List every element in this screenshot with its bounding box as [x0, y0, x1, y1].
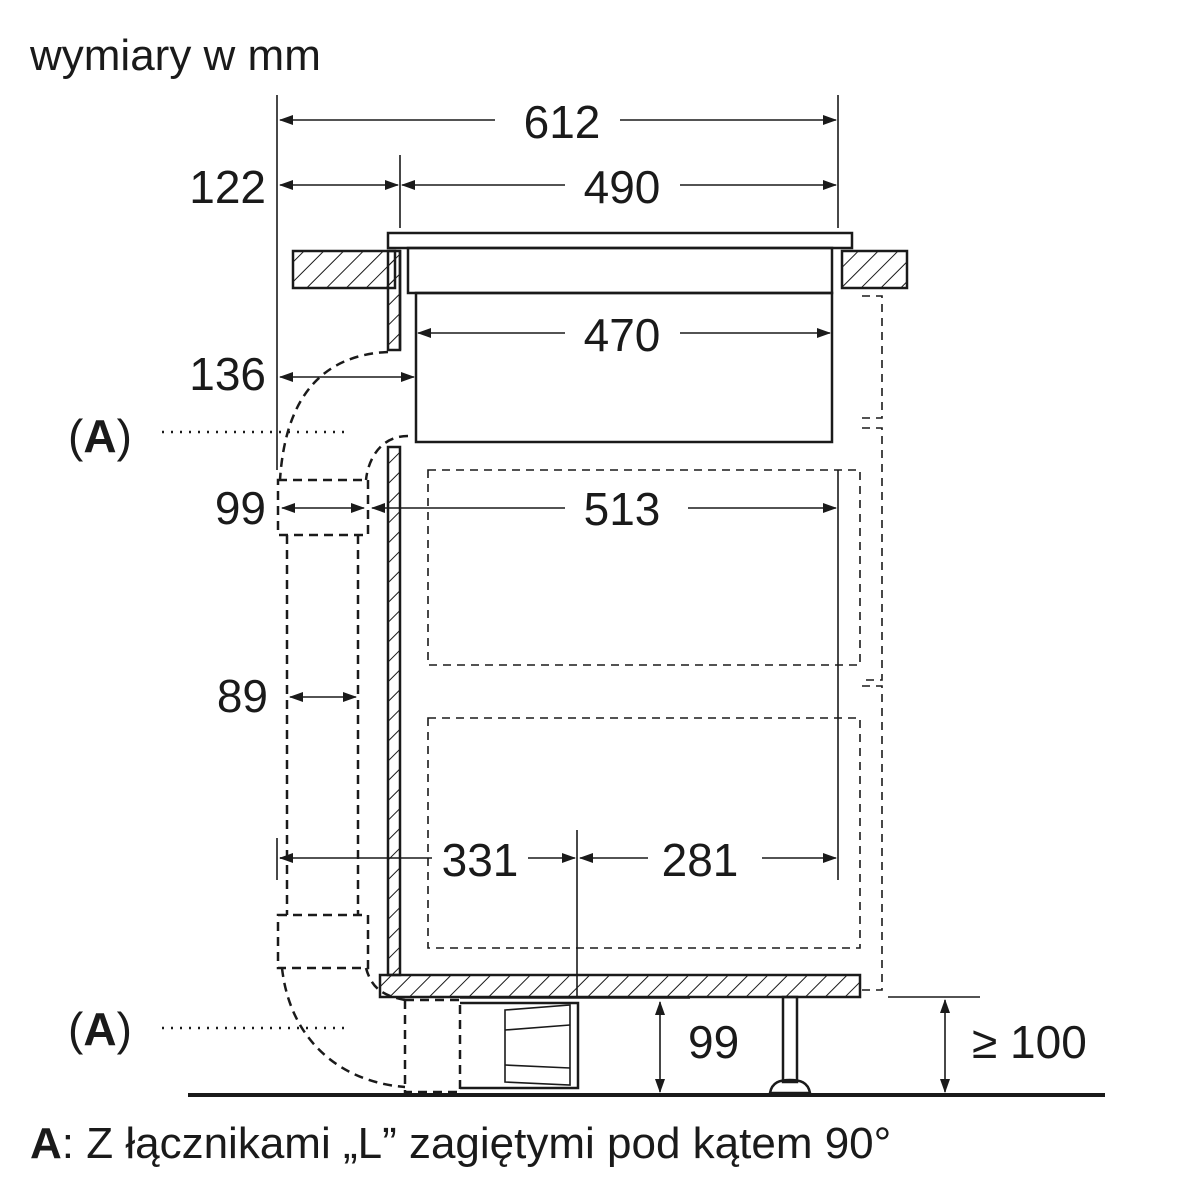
dimension-470: 470: [417, 309, 831, 361]
svg-text:89: 89: [217, 670, 268, 722]
hob-and-worktop: [291, 231, 909, 999]
dimension-331: 331: [279, 834, 576, 886]
svg-text:612: 612: [524, 96, 601, 148]
dimension-89: 89: [217, 670, 357, 722]
svg-text:99: 99: [215, 482, 266, 534]
footer-note: A: Z łącznikami „L” zagiętymi pod kątem …: [30, 1119, 891, 1168]
svg-text:136: 136: [189, 348, 266, 400]
dimension-136: 136: [189, 348, 415, 400]
dimension-122: 122: [189, 161, 399, 213]
svg-text:99: 99: [688, 1016, 739, 1068]
label-a-bottom: (A): [68, 1003, 345, 1055]
dimension-min-100: ≥ 100: [940, 999, 1087, 1093]
svg-text:122: 122: [189, 161, 266, 213]
svg-text:(A): (A): [68, 1003, 132, 1055]
plinth-foot: [768, 995, 812, 1095]
svg-text:513: 513: [584, 483, 661, 535]
svg-text:≥ 100: ≥ 100: [972, 1016, 1087, 1068]
label-a-top: (A): [68, 410, 345, 462]
svg-text:470: 470: [584, 309, 661, 361]
dimension-513: 513: [371, 483, 837, 535]
dimension-281: 281: [579, 834, 837, 886]
dimension-490: 490: [401, 161, 837, 213]
dimension-99-bottom: 99: [655, 1001, 739, 1093]
svg-text:(A): (A): [68, 410, 132, 462]
svg-text:281: 281: [662, 834, 739, 886]
diagram-title: wymiary w mm: [29, 31, 321, 80]
extension-lines: [276, 95, 980, 998]
drawers: [427, 295, 883, 991]
svg-text:490: 490: [584, 161, 661, 213]
svg-text:331: 331: [442, 834, 519, 886]
dimension-99-top: 99: [215, 482, 365, 534]
dimension-612: 612: [279, 96, 837, 148]
air-duct: [276, 350, 690, 1094]
